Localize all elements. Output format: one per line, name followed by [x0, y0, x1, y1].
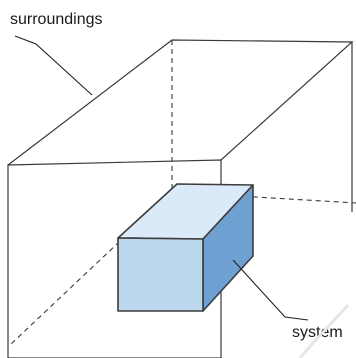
surroundings-label: surroundings: [10, 11, 103, 28]
system-label: system: [292, 324, 343, 341]
system-cube-front-face: [117, 237, 204, 312]
system-pointer-line: [232, 259, 309, 321]
surroundings-front-face: [7, 159, 222, 358]
surroundings-box: [7, 39, 354, 358]
surroundings-top-edges: [7, 39, 354, 166]
surroundings-pointer-line: [14, 35, 93, 96]
system-cube: [117, 183, 254, 312]
light-decorative-curve: [298, 303, 350, 358]
